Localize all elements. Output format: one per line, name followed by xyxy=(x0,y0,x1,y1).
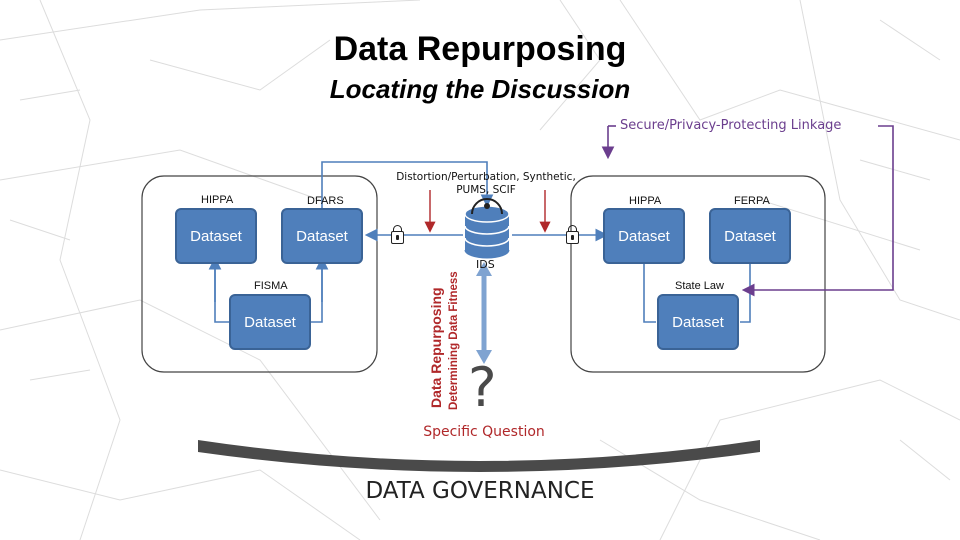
dataset-dfars[interactable]: Dataset xyxy=(281,208,363,264)
label-ferpa: FERPA xyxy=(734,195,770,207)
lock-icon xyxy=(391,225,404,244)
linkage-line-right xyxy=(741,125,894,297)
page-title: Data Repurposing xyxy=(333,30,627,68)
ids-label: IDS xyxy=(476,258,495,271)
distortion-label: Distortion/Perturbation, Synthetic, PUMS… xyxy=(388,171,584,197)
data-governance-label: DATA GOVERNANCE xyxy=(365,478,595,504)
vertical-subtitle: Determining Data Fitness xyxy=(448,271,460,410)
vertical-title: Data Repurposing xyxy=(428,287,444,408)
distortion-label-line1: Distortion/Perturbation, Synthetic, xyxy=(396,171,576,183)
page-subtitle: Locating the Discussion xyxy=(329,74,631,104)
database-icon xyxy=(464,198,510,259)
label-dfars: DFARS xyxy=(307,195,344,207)
label-hippa-left: HIPPA xyxy=(201,194,234,206)
right-group-container xyxy=(570,175,826,373)
question-mark: ? xyxy=(468,356,497,419)
left-group-container xyxy=(141,175,378,373)
link-top-blue xyxy=(321,161,494,210)
distortion-label-line2: PUMS, SCIF xyxy=(456,184,516,196)
label-state-law: State Law xyxy=(675,280,724,292)
label-fisma: FISMA xyxy=(254,280,288,292)
dataset-hippa-right[interactable]: Dataset xyxy=(603,208,685,264)
specific-question-label: Specific Question xyxy=(423,424,545,440)
label-hippa-right: HIPPA xyxy=(629,195,662,207)
dataset-fisma[interactable]: Dataset xyxy=(229,294,311,350)
dataset-state-law[interactable]: Dataset xyxy=(657,294,739,350)
linkage-label: Secure/Privacy-Protecting Linkage xyxy=(620,118,842,133)
lock-icon xyxy=(566,225,579,244)
governance-bar xyxy=(198,440,760,472)
dataset-ferpa[interactable]: Dataset xyxy=(709,208,791,264)
dataset-hippa-left[interactable]: Dataset xyxy=(175,208,257,264)
